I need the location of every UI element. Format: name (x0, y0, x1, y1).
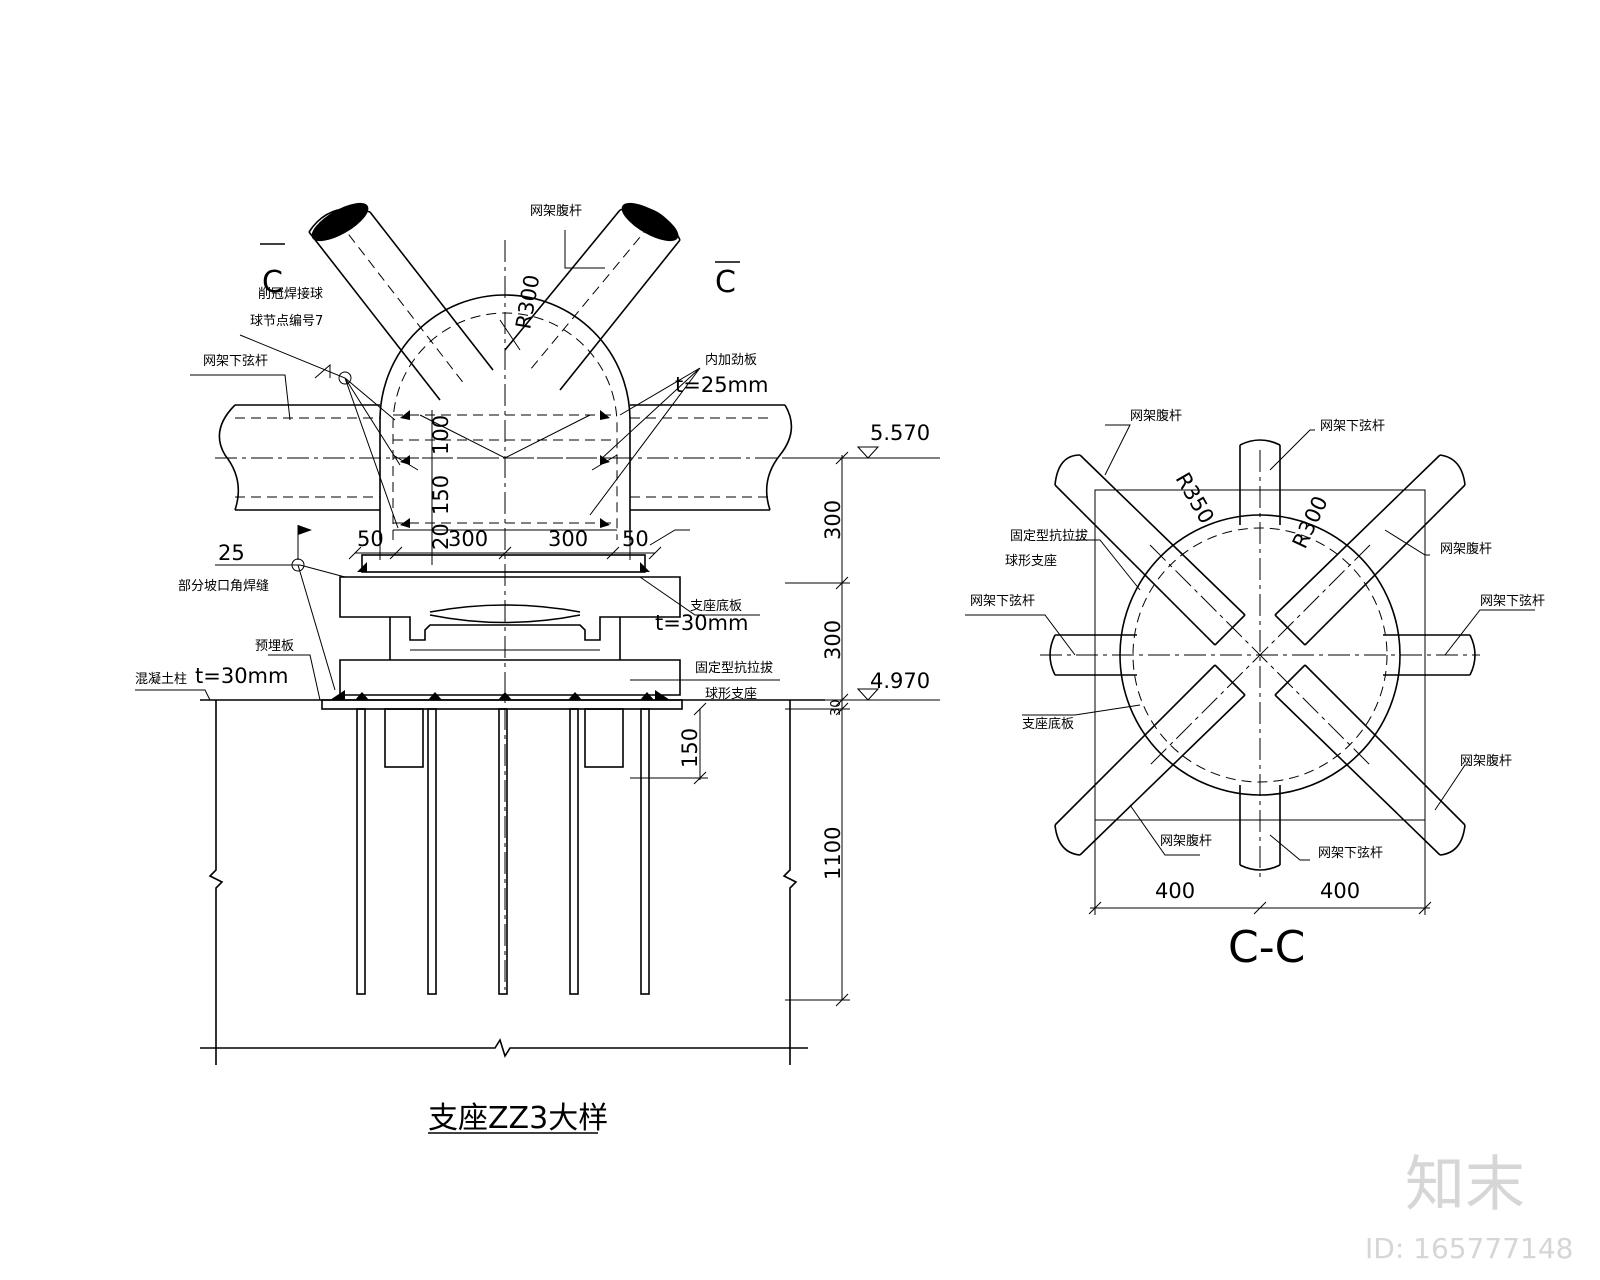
plan-chord-left (1049, 634, 1137, 676)
plan-web-br (1274, 664, 1466, 856)
plan-label-web-bl: 网架腹杆 (1160, 833, 1212, 849)
plan-chord-right (1383, 634, 1476, 676)
section-cc-plan: 网架腹杆 网架下弦杆 R350 R300 固定型抗拉拔 球形支座 网架腹杆 网架… (965, 408, 1545, 973)
plan-leaders (965, 424, 1535, 861)
plan-label-web-tr: 网架腹杆 (1440, 541, 1492, 557)
anchor-bars (356, 708, 650, 995)
plan-label-bearing-line2: 球形支座 (1005, 554, 1057, 569)
plan-label-chord-top: 网架下弦杆 (1320, 418, 1385, 434)
detail-title: 支座ZZ3大样 (428, 1101, 608, 1136)
label-weld-note: 部分坡口角焊缝 (178, 578, 269, 594)
dim-1100: 1100 (821, 827, 845, 880)
plan-chord-top (1239, 439, 1281, 525)
section-mark-left: C (262, 265, 283, 300)
spherical-bearing (339, 576, 681, 696)
plan-chord-bottom (1239, 785, 1281, 871)
web-member-left (308, 202, 494, 401)
vertical-dimensions (630, 451, 850, 1007)
embed-welds (330, 690, 670, 700)
plan-web-tr (1274, 454, 1466, 646)
watermark-logo: 知末 (1405, 1150, 1525, 1220)
dim-50-right: 50 (622, 527, 649, 551)
label-stiffener-t: t=25mm (675, 373, 768, 397)
plan-label-bearing-line1: 固定型抗拉拔 (1010, 529, 1088, 544)
web-member-right (504, 202, 681, 391)
plan-radius-r300: R300 (1288, 492, 1333, 552)
label-base-t: t=30mm (655, 611, 748, 635)
plan-label-chord-left: 网架下弦杆 (970, 593, 1035, 609)
dim-150-anchor: 150 (678, 728, 702, 768)
dim-300-left: 300 (448, 527, 488, 551)
section-title: C-C (1228, 922, 1305, 973)
stiffener-welds (400, 410, 610, 528)
dim-300-right: 300 (548, 527, 588, 551)
embed-plate (321, 699, 683, 710)
label-base-plate: 支座底板 (690, 598, 742, 614)
concrete-column (200, 700, 808, 1065)
label-embed-t: t=30mm (195, 664, 288, 688)
dim-30: 30 (829, 699, 844, 716)
elevation-top: 5.570 (870, 421, 930, 445)
leader-lines (135, 230, 780, 701)
label-weld-size: 25 (218, 541, 245, 565)
plan-centerline-d2 (1149, 544, 1371, 766)
plan-label-web-tl: 网架腹杆 (1130, 408, 1182, 424)
watermark: 知末 ID: 165777148 (1365, 1150, 1573, 1265)
lower-chord-tube (215, 404, 820, 511)
dim-150: 150 (429, 475, 453, 515)
plan-label-web-br: 网架腹杆 (1460, 753, 1512, 769)
label-bearing-line2: 球形支座 (705, 687, 757, 702)
horizontal-dimensions (348, 540, 662, 560)
label-concrete-col: 混凝土柱 (135, 671, 187, 687)
dim-100: 100 (429, 415, 453, 455)
plan-web-bl (1054, 664, 1246, 856)
label-ball-line1: 削冠焊接球 (258, 286, 323, 302)
elevation-marker-bottom (850, 688, 940, 701)
elevation-bottom: 4.970 (870, 669, 930, 693)
label-bearing-line1: 固定型抗拉拔 (695, 661, 773, 676)
dim-50-left: 50 (357, 527, 384, 551)
dim-300-lower: 300 (821, 620, 845, 660)
label-lower-chord: 网架下弦杆 (203, 353, 268, 369)
plan-label-chord-bottom: 网架下弦杆 (1318, 845, 1383, 861)
plan-web-tl (1054, 454, 1246, 646)
plan-label-chord-right: 网架下弦杆 (1480, 593, 1545, 609)
plan-dim-right: 400 (1320, 879, 1360, 903)
plan-label-base-plate: 支座底板 (1022, 716, 1074, 732)
elevation-marker-top (850, 446, 940, 459)
label-web-member-top: 网架腹杆 (530, 203, 582, 219)
plan-dimension (1088, 820, 1432, 915)
label-stiffener: 内加劲板 (705, 352, 757, 368)
label-ball-line2: 球节点编号7 (250, 314, 323, 329)
section-mark-right: C (715, 265, 736, 300)
plan-radius-r350: R350 (1171, 469, 1219, 528)
dim-300-upper: 300 (821, 500, 845, 540)
ball-seat-plate (361, 554, 646, 573)
label-embed-plate: 预埋板 (255, 639, 294, 654)
plan-dim-left: 400 (1155, 879, 1195, 903)
dim-20: 20 (429, 523, 453, 550)
watermark-id: ID: 165777148 (1365, 1232, 1573, 1265)
label-radius: R300 (511, 273, 544, 331)
bearing-detail-elevation: C C 网架腹杆 削冠焊接球 球节点编号7 网架下弦杆 R300 内加劲板 t=… (135, 202, 940, 1136)
